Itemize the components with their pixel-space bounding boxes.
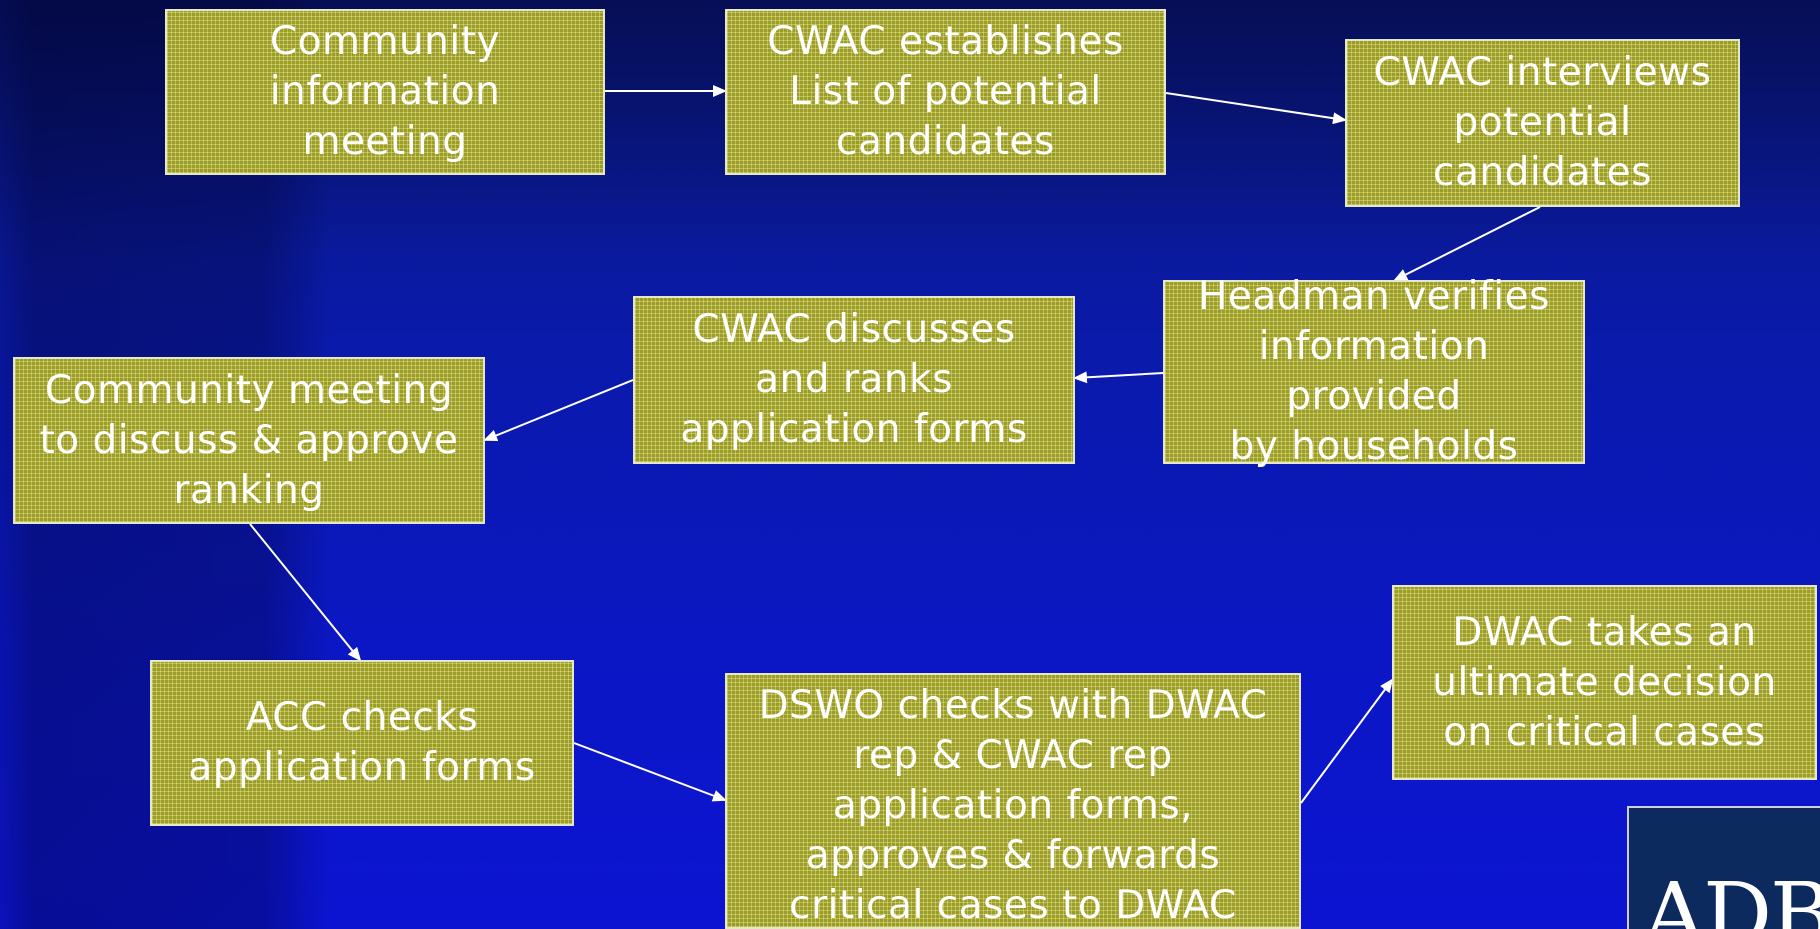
node-label: ACC checks application forms xyxy=(188,695,536,790)
node-label: Community meeting to discuss & approve r… xyxy=(39,367,459,513)
node-headman-verifies: Headman verifies information provided by… xyxy=(1163,274,1585,469)
node-cwac-discusses-ranks: CWAC discusses and ranks application for… xyxy=(633,296,1075,464)
adb-logo: ADB xyxy=(1627,806,1820,929)
node-community-meeting-approve: Community meeting to discuss & approve r… xyxy=(13,357,485,524)
node-label: CWAC interviews potential candidates xyxy=(1373,50,1712,195)
node-label: CWAC establishes List of potential candi… xyxy=(767,19,1124,164)
arrow-interviews-to-headman xyxy=(1393,206,1541,281)
logo-text: ADB xyxy=(1643,865,1820,929)
node-cwac-establishes-list: CWAC establishes List of potential candi… xyxy=(725,9,1166,175)
arrow-discusses-to-community-meeting xyxy=(483,379,634,442)
node-dwac-decision: DWAC takes an ultimate decision on criti… xyxy=(1392,585,1817,780)
arrow-establishes-to-interviews xyxy=(1165,92,1347,125)
node-acc-checks: ACC checks application forms xyxy=(150,660,574,826)
node-label: Headman verifies information provided by… xyxy=(1198,274,1550,469)
node-label: Community information meeting xyxy=(269,19,501,164)
node-dswo-checks: DSWO checks with DWAC rep & CWAC rep app… xyxy=(725,673,1301,929)
arrow-dswo-to-dwac xyxy=(1300,678,1394,804)
node-label: DWAC takes an ultimate decision on criti… xyxy=(1432,609,1777,755)
node-label: DSWO checks with DWAC rep & CWAC rep app… xyxy=(758,683,1268,928)
arrow-acc-to-dswo xyxy=(573,742,727,802)
node-cwac-interviews: CWAC interviews potential candidates xyxy=(1345,39,1740,207)
arrow-headman-to-discusses xyxy=(1073,371,1164,384)
arrow-community-meeting-to-acc xyxy=(249,523,362,662)
node-community-information-meeting: Community information meeting xyxy=(165,9,605,175)
node-label: CWAC discusses and ranks application for… xyxy=(680,307,1028,452)
